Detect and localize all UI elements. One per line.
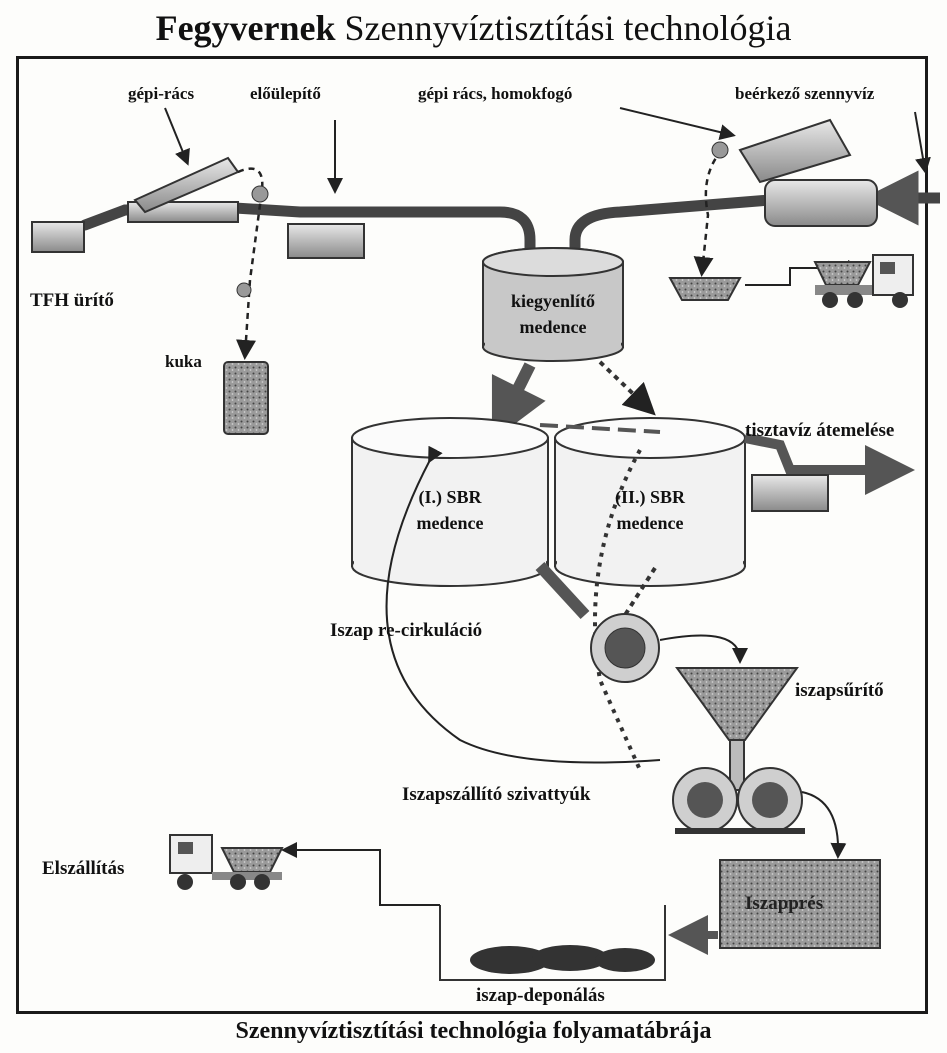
bin [223,361,269,435]
label-press: Iszapprés [745,893,824,914]
main-inlet-pipe [79,202,536,268]
mechanical-screen-right [738,118,878,227]
sbr1-to-pump [535,561,590,620]
sbr-tank-1 [351,417,549,587]
sbr2-line-1: (II.) SBR [614,487,685,507]
label-incoming-wastewater: beérkező szennyvíz [735,84,875,103]
pointer-screen-right [619,107,736,140]
label-clear-water: tisztavíz átemelése [745,420,895,441]
sludge-deposit [281,842,666,981]
title-rest: Szennyvíztisztítási technológia [335,8,792,48]
equalization-tank [482,247,624,362]
equalization-line-2: medence [519,317,587,337]
diagram-frame [16,56,928,1014]
sludge-press [668,859,881,955]
label-mechanical-screen: gépi-rács [128,84,195,103]
recirculation-pump [590,613,748,683]
truck-right [813,254,914,308]
sbr2-line-2: medence [616,513,684,533]
label-tfh: TFH ürítő [30,290,114,311]
title-bold: Fegyvernek [155,8,336,48]
label-recirculation: Iszap re-cirkuláció [330,620,483,641]
label-pre-settler: előülepítő [250,84,321,103]
grit-to-container-path [693,141,729,277]
label-removal: Elszállítás [42,858,125,879]
sludge-recirculation-line [385,445,661,764]
label-transfer-pumps: Iszapszállító szivattyúk [402,784,591,805]
right-inlet-pipe [569,170,940,268]
mechanical-screen-left [127,156,240,223]
clear-water-outlet [744,433,915,512]
diagram-title: Fegyvernek Szennyvíztisztítási technológ… [0,6,947,50]
diagram-caption: Szennyvíztisztítási technológia folyamat… [235,1018,712,1044]
truck-left [169,834,284,890]
sbr1-label: (I.) SBR medence [352,484,548,536]
equalization-tank-label: kiegyenlítő medence [483,288,623,340]
flow-to-sbr2 [598,360,656,416]
sbr-link [539,423,661,434]
sludge-thickener [675,667,799,791]
screenings-to-bin-path [236,167,269,360]
tfh-unloader [31,221,85,253]
pre-settler [287,223,365,259]
sbr1-line-2: medence [416,513,484,533]
sbr2-label: (II.) SBR medence [555,484,745,536]
label-thickener: iszapsűrítő [795,680,884,701]
label-deposit: iszap-deponálás [476,985,605,1006]
label-screen-grit: gépi rács, homokfogó [418,84,573,103]
pointer-screen-left [164,107,190,166]
flow-to-sbr1 [491,362,546,442]
label-bin: kuka [165,352,202,371]
sludge-transfer-pumps [672,767,847,859]
equalization-line-1: kiegyenlítő [511,291,595,311]
sbr1-line-1: (I.) SBR [418,487,482,507]
sbr-tank-2 [554,417,746,587]
pointer-inlet [914,111,931,174]
